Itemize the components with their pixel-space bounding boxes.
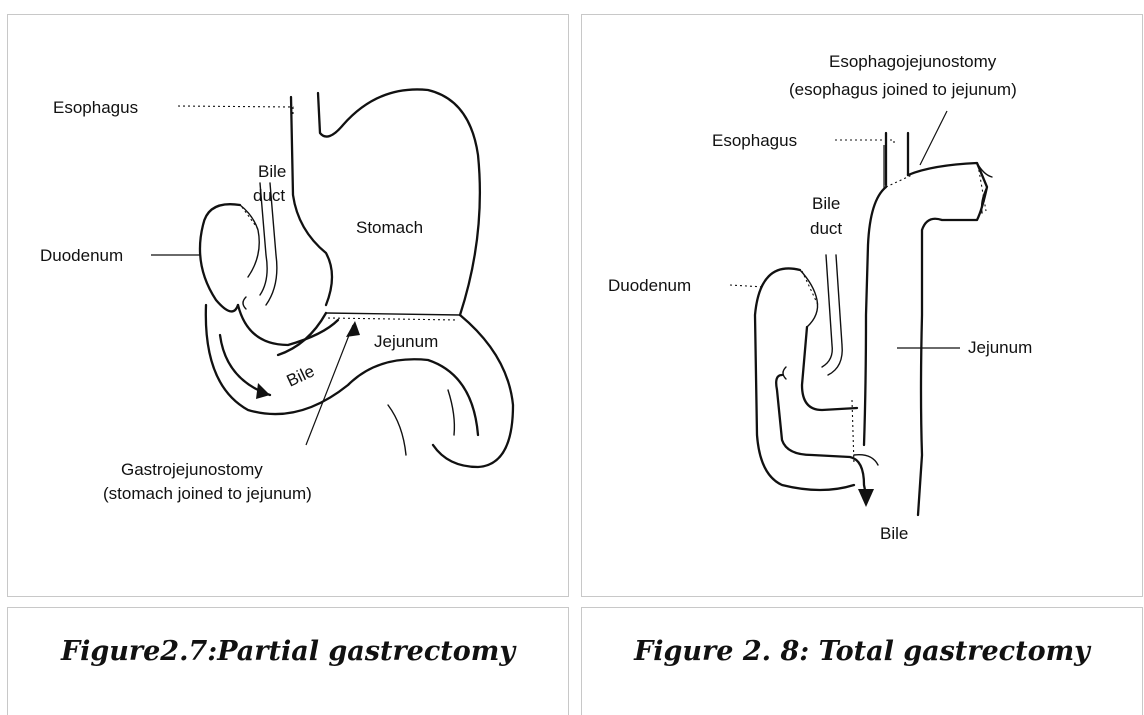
jejunum-label: Jejunum	[374, 332, 438, 351]
gastrojejunostomy-label: Gastrojejunostomy	[121, 460, 263, 479]
esophagus-shape	[318, 89, 480, 315]
figure-caption: Figure 2. 8: Total gastrectomy	[582, 636, 1142, 667]
figure-caption: Figure2.7:Partial gastrectomy	[8, 636, 568, 667]
partial-gastrectomy-diagram: Esophagus Bile duct Stomach Duodenum Jej…	[8, 15, 570, 598]
total-gastrectomy-diagram: Esophagojejunostomy (esophagus joined to…	[582, 15, 1144, 598]
gastrojejunostomy-leader	[306, 325, 353, 445]
esophagus-leader	[178, 106, 293, 115]
caption-cell-partial: Figure2.7:Partial gastrectomy	[7, 607, 569, 715]
caption-cell-total: Figure 2. 8: Total gastrectomy	[581, 607, 1143, 715]
stomach-label: Stomach	[356, 218, 423, 237]
duodenum-shape	[200, 204, 240, 311]
esophagojejunostomy-sublabel: (esophagus joined to jejunum)	[789, 80, 1017, 99]
jejunum-shape	[238, 305, 338, 345]
esophagojejunostomy-leader	[920, 111, 947, 165]
esophagojejunostomy-label: Esophagojejunostomy	[829, 52, 997, 71]
bile-duct-label: Bile	[258, 162, 286, 181]
duodenum-leader	[730, 285, 764, 287]
figure-partial-gastrectomy: Esophagus Bile duct Stomach Duodenum Jej…	[7, 14, 569, 597]
duodenum-label: Duodenum	[608, 276, 691, 295]
bile-label: Bile	[284, 361, 318, 390]
bile-duct-label-2: duct	[810, 219, 842, 238]
bile-duct-shape	[822, 255, 832, 367]
esophagojejunostomy-suture	[886, 175, 912, 187]
duodenum-label: Duodenum	[40, 246, 123, 265]
esophagus-label: Esophagus	[712, 131, 797, 150]
esophagus-label: Esophagus	[53, 98, 138, 117]
gastrojejunostomy-suture	[326, 313, 460, 315]
jejunum-label: Jejunum	[968, 338, 1032, 357]
figure-total-gastrectomy: Esophagojejunostomy (esophagus joined to…	[581, 14, 1143, 597]
bile-duct-label: Bile	[812, 194, 840, 213]
gastrojejunostomy-sublabel: (stomach joined to jejunum)	[103, 484, 312, 503]
bile-duct-label-2: duct	[253, 186, 285, 205]
bile-label: Bile	[880, 524, 908, 543]
